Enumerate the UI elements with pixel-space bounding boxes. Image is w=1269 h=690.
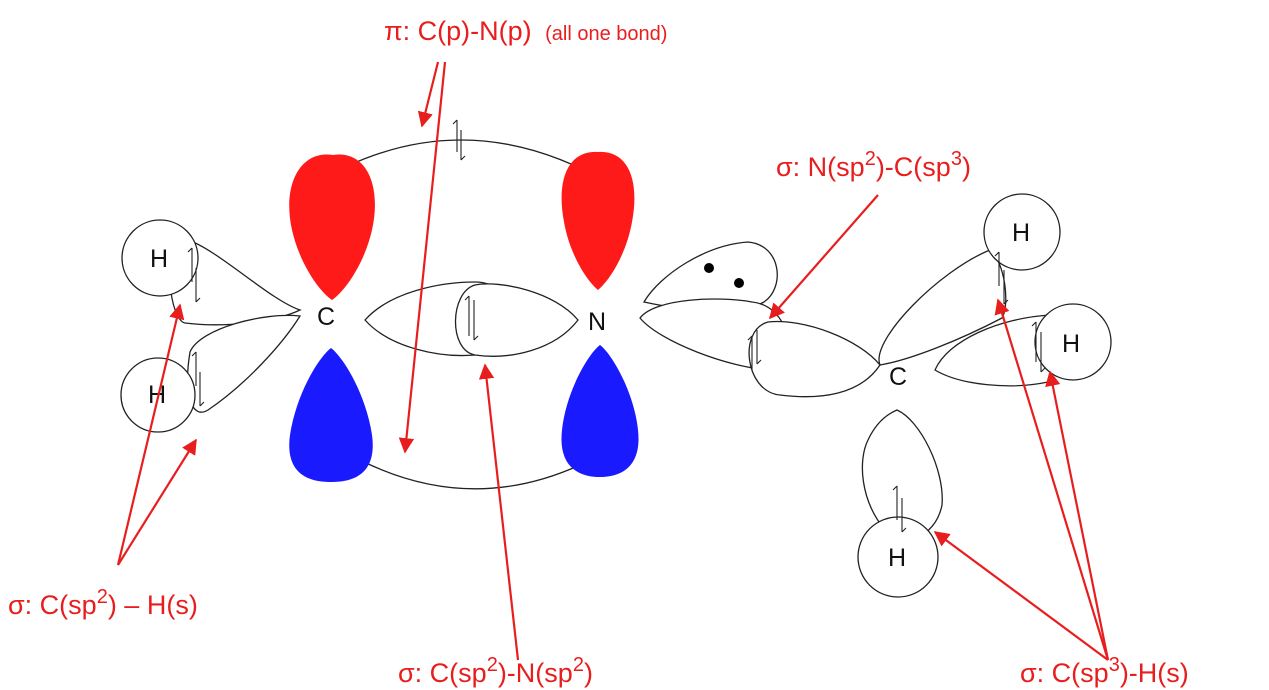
label-sigma-c-h-left: σ: C(sp2) – H(s) — [8, 586, 198, 620]
arrow-n-c-sigma — [768, 194, 879, 320]
spin-pair-c-h-right-bottom — [892, 485, 907, 533]
label-sigma-c-n: σ: C(sp2)-N(sp2) — [398, 654, 593, 688]
atom-label-c-right: C — [889, 363, 907, 391]
atom-label-c-left: C — [317, 303, 335, 331]
atom-label-h-left-bottom: H — [148, 381, 166, 409]
spin-pair-pi — [452, 119, 466, 161]
arrow-c-h-left-to-bottom — [117, 438, 197, 566]
spin-pair-n-c — [747, 330, 762, 370]
h-circle-left-top — [121, 219, 199, 297]
p-orbital-n-top — [561, 151, 635, 290]
arrow-pi-to-bottom-curve — [398, 61, 447, 454]
spin-pair-c-h-bottom — [191, 351, 205, 407]
spin-pair-c-h-top — [187, 247, 201, 303]
spin-pair-c-n — [464, 295, 479, 341]
h-circle-right-bottom — [857, 516, 939, 598]
atom-label-h-left-top: H — [150, 245, 168, 273]
spin-pair-c-h-right-middle — [1031, 321, 1046, 373]
atom-label-h-right-bottom: H — [888, 544, 906, 572]
label-sigma-n-c: σ: N(sp2)-C(sp3) — [776, 148, 971, 182]
sp3-lobe-c-h-top — [878, 249, 1007, 366]
sp2-lobe-c-h-bottom — [186, 314, 302, 413]
h-circle-right-middle — [1034, 303, 1112, 381]
lone-pair-electron-2 — [734, 278, 744, 288]
label-sigma-c-h-right: σ: C(sp3)-H(s) — [1020, 654, 1189, 688]
arrow-c-h-right-to-middle — [1045, 370, 1110, 661]
sigma-lobe-c-n-right — [454, 283, 579, 357]
pi-bond-bottom-curve — [359, 459, 581, 490]
arrow-c-h-right-to-top — [994, 298, 1110, 661]
sigma-lobe-c-n-methyl — [748, 320, 881, 398]
arrow-c-h-right-to-bottom — [933, 531, 1109, 661]
p-orbital-n-bottom — [561, 345, 639, 477]
p-orbital-c-top — [289, 154, 375, 300]
atom-label-h-right-top: H — [1012, 219, 1030, 247]
arrow-c-n-sigma — [478, 363, 520, 661]
h-circle-right-top — [983, 193, 1061, 271]
atom-label-n: N — [588, 308, 606, 336]
arrow-c-h-left-to-top — [116, 303, 185, 566]
arrow-pi-to-top-curve — [417, 61, 440, 128]
label-pi-bond: π: C(p)-N(p) (all one bond) — [384, 16, 667, 46]
spin-pair-c-h-right-top — [994, 251, 1009, 305]
atom-label-h-right-middle: H — [1062, 330, 1080, 358]
lone-pair-electron-1 — [704, 263, 714, 273]
p-orbital-c-bottom — [289, 348, 373, 482]
